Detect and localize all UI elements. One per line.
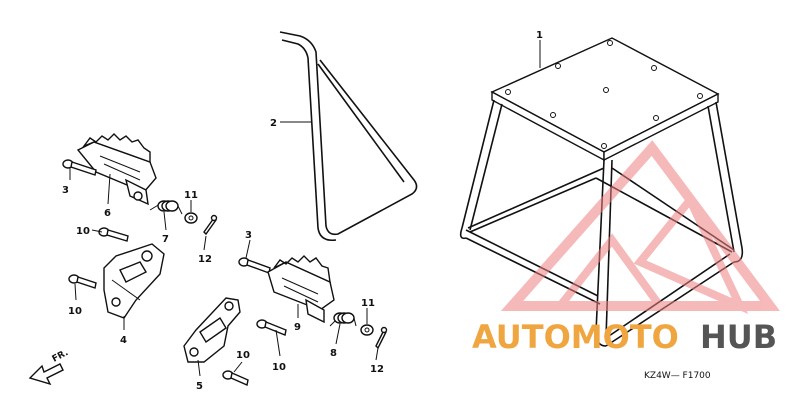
watermark-logo-icon — [500, 140, 780, 314]
callout-10-right-center: 10 — [272, 362, 286, 373]
watermark-text-primary: AUTOMOTO — [472, 318, 679, 356]
cotter-pin-right-drawing — [375, 326, 388, 350]
watermark-text-secondary: HUB — [700, 318, 777, 356]
washer-left-drawing — [184, 212, 198, 224]
callout-5: 5 — [196, 381, 203, 392]
callout-7: 7 — [162, 234, 169, 245]
watermark: AUTOMOTO HUB — [472, 318, 777, 356]
leader-lines — [69, 40, 541, 377]
front-direction-indicator: FR. — [28, 348, 70, 386]
left-bracket-drawing — [103, 243, 165, 319]
pin-right-drawing — [238, 257, 271, 274]
bolt-bottom-drawing — [222, 370, 249, 386]
spring-right-drawing — [329, 312, 357, 327]
stand-bar-drawing — [279, 31, 418, 242]
bolt-right-center-drawing — [256, 319, 287, 336]
bolt-lower-left-drawing — [68, 274, 97, 289]
right-footpeg-drawing — [267, 255, 335, 324]
pin-left-drawing — [62, 159, 97, 176]
spring-left-drawing — [149, 200, 183, 215]
callout-6: 6 — [104, 208, 111, 219]
right-bracket-drawing — [183, 297, 241, 363]
direction-label: FR. — [51, 348, 70, 365]
callout-4: 4 — [120, 335, 127, 346]
callout-11-left: 11 — [184, 190, 198, 201]
stand-drawing — [459, 37, 744, 347]
callout-10-lower-left: 10 — [68, 306, 82, 317]
callout-2: 2 — [270, 118, 277, 129]
callout-10-bottom: 10 — [236, 350, 250, 361]
figure-code: KZ4W— F1700 — [644, 371, 711, 381]
callout-11-right: 11 — [361, 298, 375, 309]
callout-8: 8 — [330, 348, 337, 359]
cotter-pin-left-drawing — [203, 214, 218, 236]
callout-10-upper-left: 10 — [76, 226, 90, 237]
callout-12-left: 12 — [198, 254, 212, 265]
bolt-upper-left-drawing — [98, 227, 129, 242]
left-footpeg-drawing — [76, 133, 157, 206]
callout-1: 1 — [536, 30, 543, 41]
arrow-icon — [28, 363, 64, 386]
callout-12-right: 12 — [370, 364, 384, 375]
callout-3-left: 3 — [62, 185, 69, 196]
callout-3-right: 3 — [245, 230, 252, 241]
callout-9: 9 — [294, 322, 301, 333]
washer-right-drawing — [360, 324, 374, 336]
